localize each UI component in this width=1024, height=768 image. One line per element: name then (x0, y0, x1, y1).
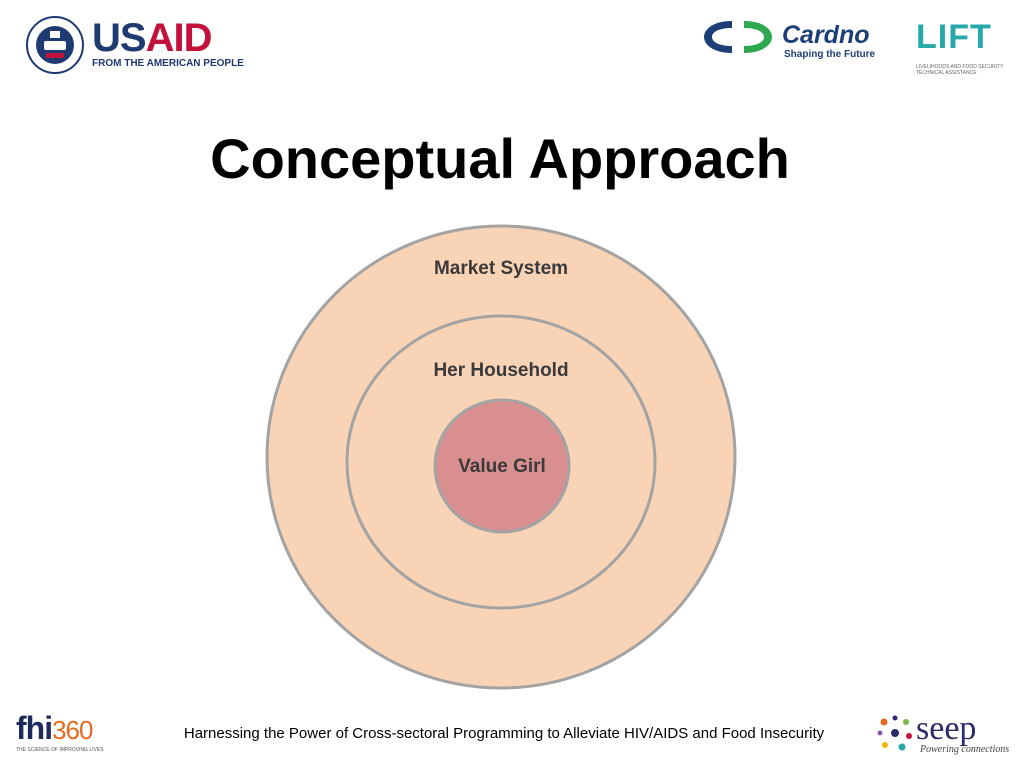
seep-wordmark: seep (916, 710, 977, 747)
slide-footer: Harnessing the Power of Cross-sectoral P… (183, 725, 825, 742)
usaid-logo: USAID FROM THE AMERICAN PEOPLE (26, 14, 244, 78)
usaid-tagline: FROM THE AMERICAN PEOPLE (92, 58, 244, 69)
fhi360-logo: fhi360 The Science of Improving Lives (16, 710, 116, 756)
cardno-name: Cardno (782, 21, 870, 49)
usaid-wordmark: USAID (92, 16, 212, 60)
label-value-girl: Value Girl (458, 456, 546, 477)
label-market-system: Market System (433, 258, 569, 279)
seep-logo: seep Powering connections (876, 710, 1010, 758)
label-her-household: Her Household (433, 360, 569, 381)
fhi360-tagline: The Science of Improving Lives (16, 747, 104, 753)
slide-title: Conceptual Approach (210, 127, 790, 190)
cardno-mark-icon (704, 21, 772, 53)
cardno-logo: Cardno Shaping the Future (702, 16, 902, 68)
lift-tagline: Livelihoods and Food Security Technical … (916, 64, 1004, 76)
fhi360-wordmark: fhi360 (16, 710, 93, 746)
usaid-seal-icon (26, 16, 84, 74)
lift-wordmark: LIFT (916, 18, 992, 56)
seep-tagline: Powering connections (920, 744, 1010, 755)
lift-logo: LIFT Livelihoods and Food Security Techn… (916, 18, 1006, 78)
diagram-svg (265, 224, 737, 690)
inner-circle-value-girl (433, 398, 571, 534)
concentric-circles-diagram: Market System Her Household Value Girl (264, 224, 738, 692)
seep-dots-icon (877, 715, 912, 751)
cardno-tagline: Shaping the Future (784, 49, 876, 60)
